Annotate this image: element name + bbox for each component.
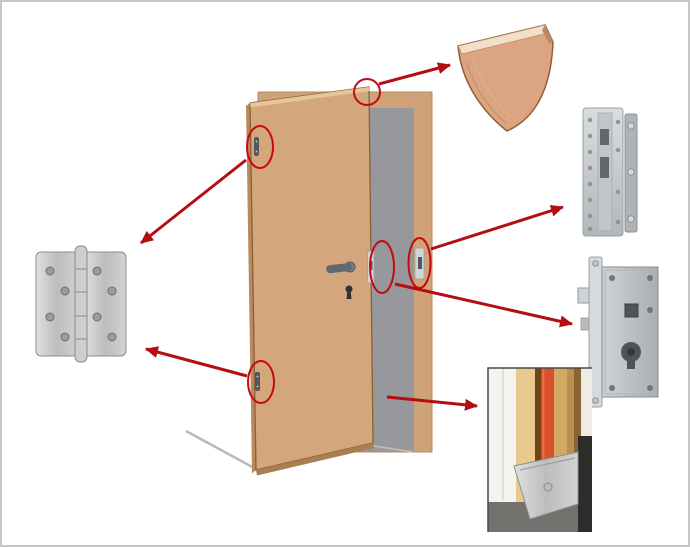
door-edge-shade [567, 368, 574, 532]
corner-right-edge [542, 25, 553, 44]
corner-core [457, 24, 554, 132]
faceplate-screw-top [592, 260, 599, 267]
hinge-knuckle-lines [75, 268, 87, 340]
metal-bottom-plate [513, 451, 579, 520]
door-left-edge [246, 103, 256, 474]
lock-case-holes [609, 275, 653, 391]
arrow-to-strike-plate [430, 204, 564, 251]
spindle-hole [624, 303, 639, 318]
lever-handle [326, 261, 356, 274]
lock-case-inner-line [604, 269, 656, 395]
door-edge-dark [574, 368, 581, 532]
strike-plate-image [582, 107, 638, 237]
door-seal-image [487, 367, 592, 532]
seal-image-border [487, 367, 592, 532]
latch-opening [600, 129, 609, 145]
cylinder-hole [621, 342, 641, 369]
butt-hinge-image [35, 245, 127, 363]
faceplate-screw-bottom [592, 397, 599, 404]
arrow-to-mortise-lock [394, 282, 573, 328]
door [246, 86, 375, 476]
callout-circle-door-top-corner [353, 78, 381, 106]
deadbolt-opening [600, 157, 609, 178]
arrow-to-butt-hinge-lower [145, 346, 248, 378]
hinge-barrel [74, 245, 88, 363]
door-corner-image [457, 24, 554, 132]
wood-strip-dark [535, 368, 541, 532]
corner-grain-line-1 [465, 61, 507, 124]
hinge-screw-holes [45, 266, 117, 342]
callout-circle-lock-edge [369, 240, 395, 294]
hinge-leaf-right [83, 251, 127, 357]
door-face [249, 86, 374, 471]
door-bottom-edge [256, 443, 374, 476]
mortise-lock-image [577, 256, 659, 408]
hinge-mark-top [254, 137, 259, 156]
door-top-edge [250, 87, 370, 108]
callout-circle-top-hinge [246, 125, 274, 169]
arrow-to-door-seal [386, 395, 478, 411]
keyhole-icon [345, 285, 353, 299]
floor-line-in-opening [373, 445, 414, 453]
arrow-to-corner-cross-section [378, 62, 451, 86]
hinge-leaf-left [35, 251, 79, 357]
strike-screws [627, 122, 635, 223]
corner-grain-line-2 [471, 56, 512, 118]
strike-plate-holes [587, 117, 621, 232]
arrow-to-butt-hinge-upper [140, 158, 247, 245]
dark-corner [578, 436, 592, 532]
door-assembly [185, 86, 433, 476]
callout-arrows [140, 62, 573, 411]
strike-slot [418, 257, 422, 269]
floor-line-left [185, 429, 258, 471]
hinge-mark-bottom [255, 372, 260, 391]
callout-circle-bottom-hinge [247, 360, 275, 404]
lock-case [601, 266, 659, 398]
latch-bolt [577, 287, 591, 304]
